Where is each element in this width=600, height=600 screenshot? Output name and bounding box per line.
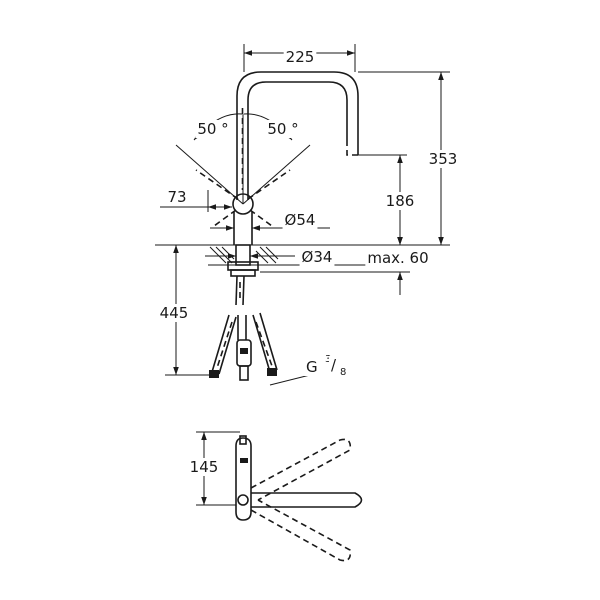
spout-outline (236, 71, 359, 200)
hole-diameter-label: Ø34 (302, 248, 333, 266)
dim-spout-reach: 225 (243, 44, 356, 72)
hose-left-lower (211, 314, 237, 375)
label-backing (299, 248, 335, 266)
mounting-nut (227, 261, 259, 271)
lever-left-dashed (195, 169, 239, 200)
label-backing (365, 249, 431, 267)
outlet-height-label: 186 (386, 192, 415, 210)
dim-handle-offset: 73 (160, 188, 232, 212)
body-column (233, 212, 253, 245)
supply-hoses (209, 275, 278, 381)
connection-letter: G (306, 358, 318, 376)
pullout-head (346, 140, 358, 156)
dim-top-depth: 145 (187, 431, 240, 506)
total-height-label: 353 (429, 150, 458, 168)
deck-thickness-label: max. 60 (367, 249, 428, 267)
swivel-left-label: 50 ° (197, 120, 228, 138)
spout-reach-label: 225 (286, 48, 315, 66)
dim-swivel-angle: 50 ° 50 ° (175, 113, 311, 205)
label-backing (426, 150, 460, 168)
label-backing (383, 192, 417, 210)
dim-deck-thickness: max. 60 (260, 228, 431, 295)
swivel-right-label: 50 ° (267, 120, 298, 138)
connector-left (209, 370, 219, 378)
connector-right (267, 368, 277, 376)
body-diameter-label: Ø54 (285, 211, 316, 229)
label-backing (283, 48, 317, 66)
dim-outlet-height: 186 (358, 154, 417, 245)
spout-inner-line (247, 81, 348, 200)
hose-length-label: 445 (160, 304, 189, 322)
mounting-plate (230, 269, 256, 277)
label-backing (165, 188, 189, 206)
label-backing (265, 120, 301, 138)
dim-body-diameter: Ø54 (210, 211, 330, 232)
dim-connection-thread: G 3 / 8 (269, 354, 346, 386)
top-spout-solid (251, 492, 363, 508)
handle-offset-label: 73 (167, 188, 186, 206)
svg-text:/: / (331, 356, 337, 374)
top-spout-upper-dashed (250, 438, 352, 501)
label-backing (282, 211, 318, 229)
label-backing (157, 304, 191, 322)
top-body (235, 437, 252, 521)
label-backing (187, 458, 221, 476)
connection-numerator: 3 (325, 354, 331, 365)
hose-center (237, 315, 247, 340)
lever-right-dashed (247, 169, 291, 200)
dim-hose-length: 445 (157, 244, 225, 376)
label-backing (329, 356, 339, 374)
hose-right-lower (252, 312, 278, 373)
faucet-side-view (195, 71, 359, 245)
dim-total-height: 353 (358, 71, 460, 245)
lever-left-lower-dashed (213, 209, 237, 227)
faucet-top-view (235, 435, 363, 562)
top-spout-lower-dashed (250, 499, 352, 562)
label-backing (195, 120, 231, 138)
top-depth-label: 145 (190, 458, 219, 476)
label-backing (304, 358, 320, 376)
connection-denominator: 8 (340, 367, 346, 378)
hose-left (235, 275, 245, 306)
dim-hole-diameter: Ø34 (205, 248, 335, 266)
lever-right-lower-dashed (249, 209, 273, 227)
